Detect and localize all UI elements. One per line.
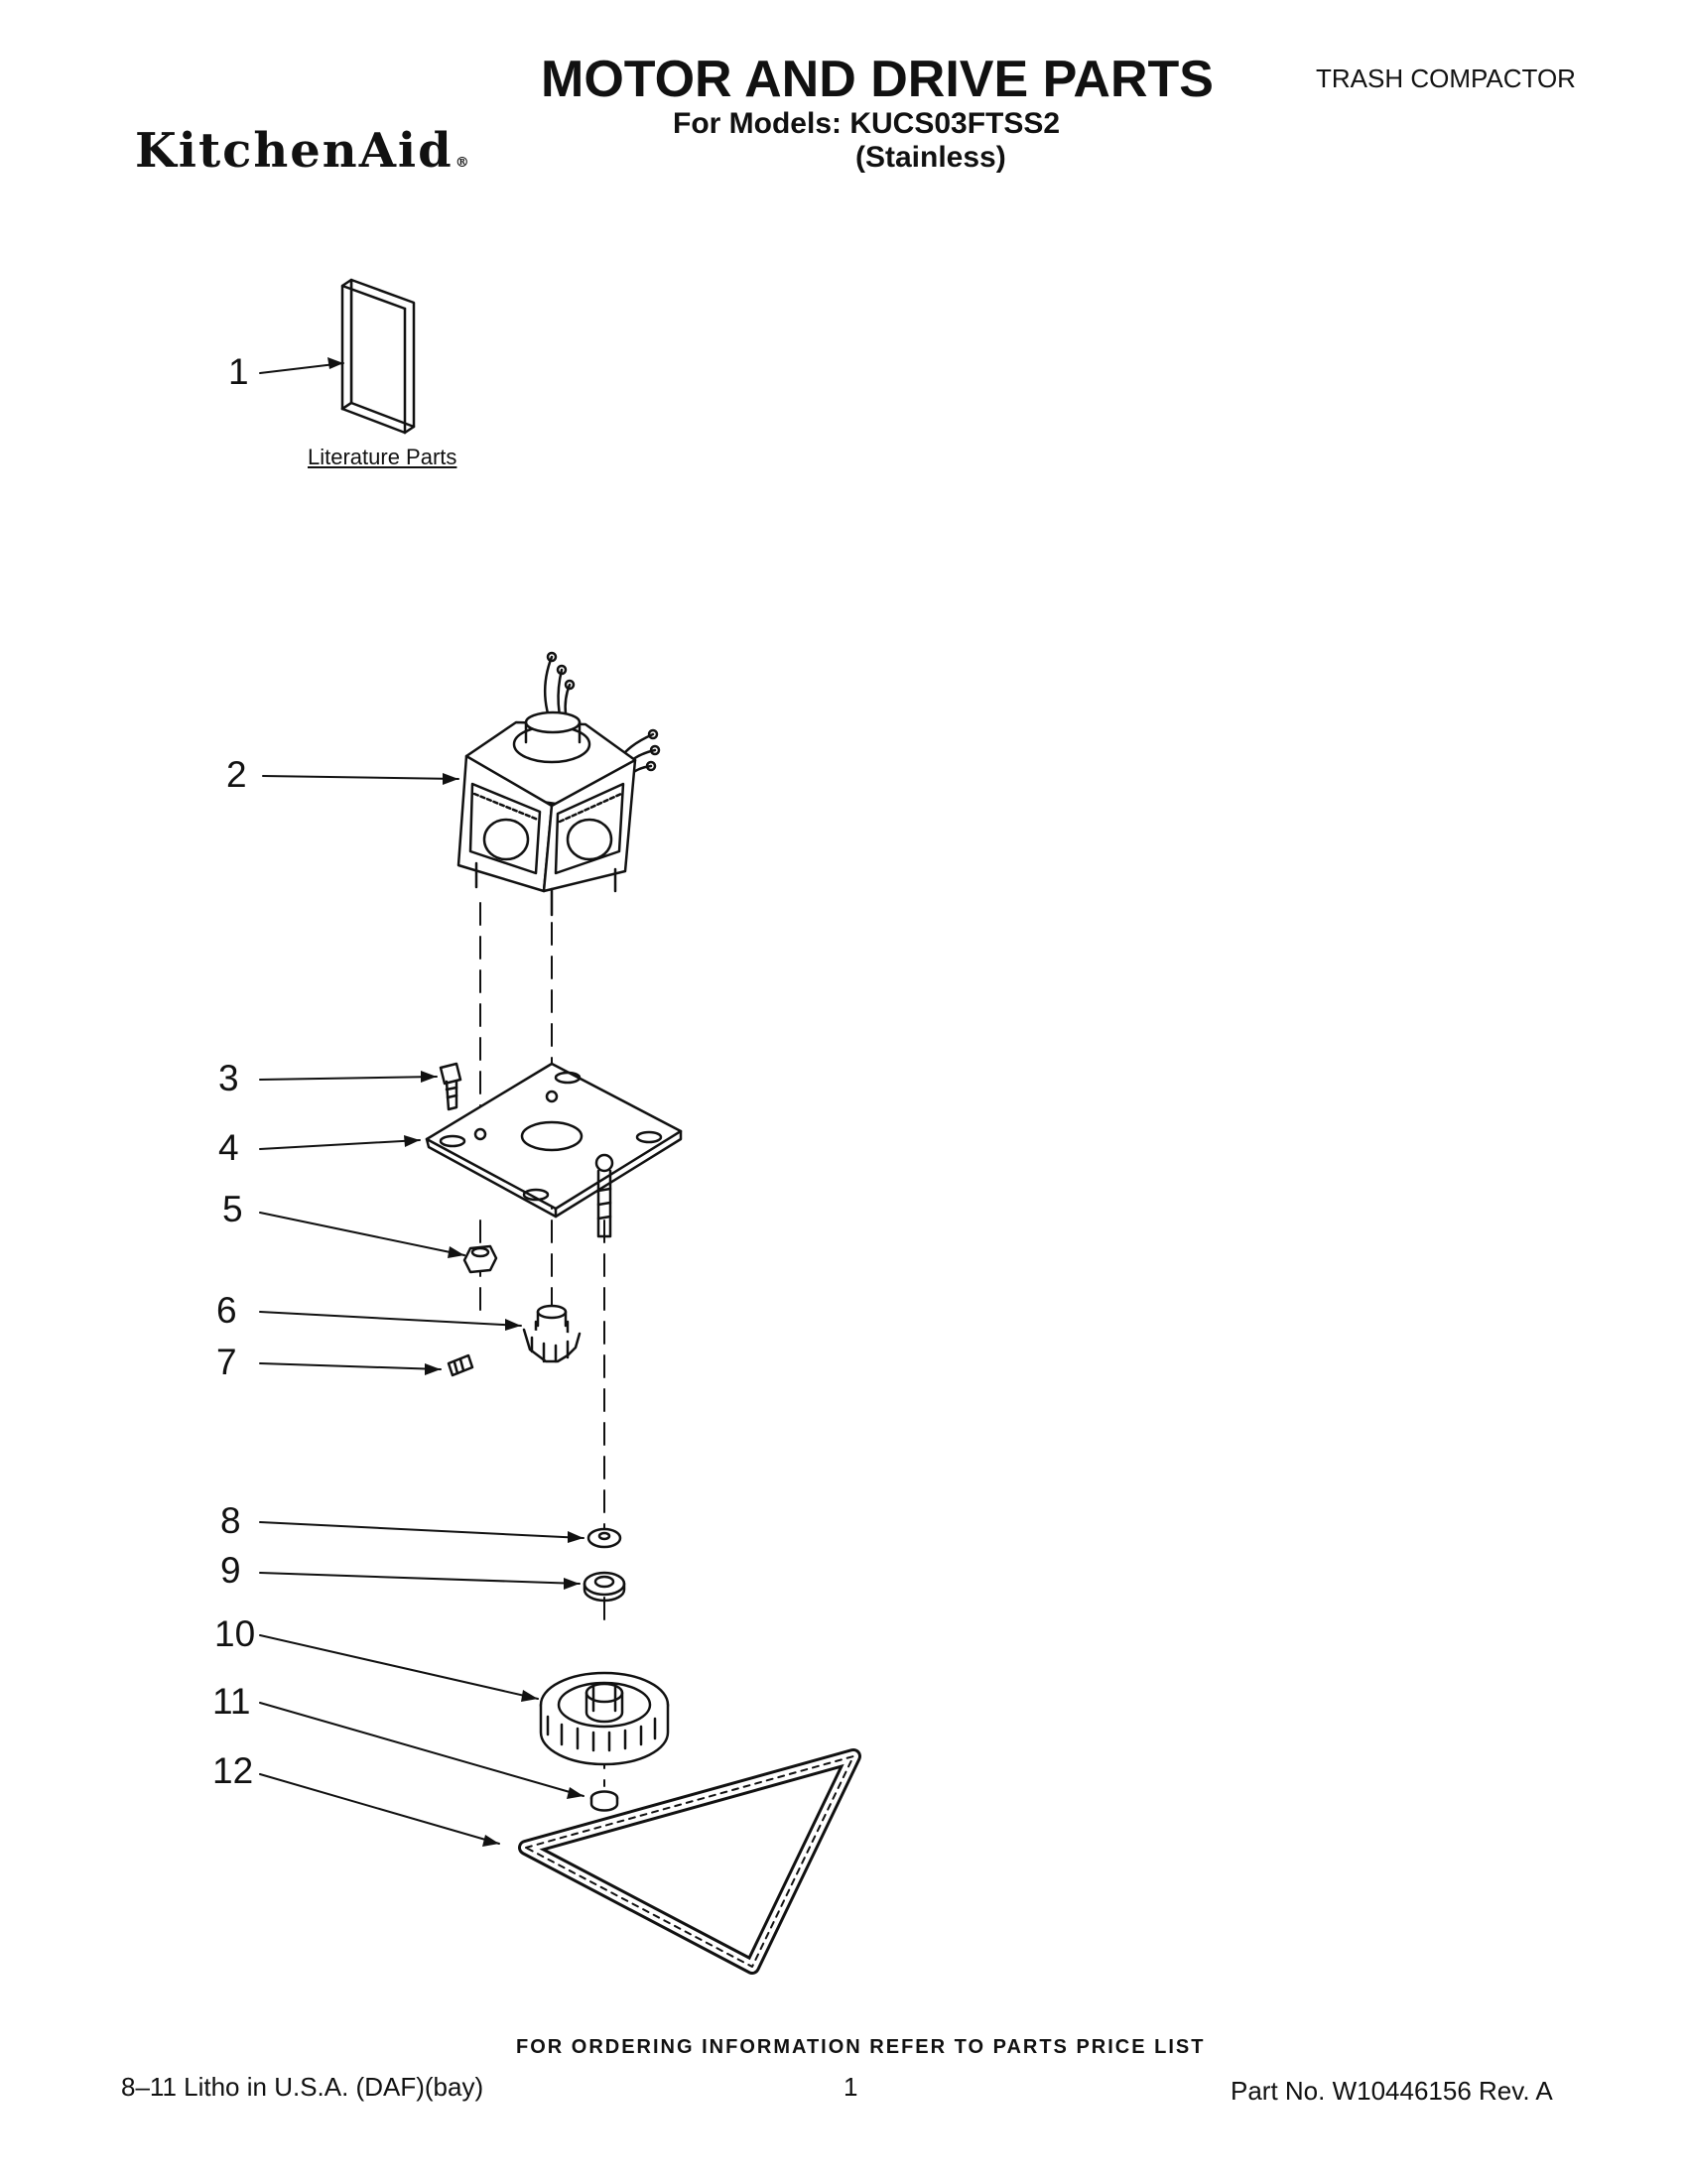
drive-motor: [456, 651, 661, 917]
callout-7: 7: [216, 1342, 237, 1382]
arrowhead-1: [327, 357, 343, 369]
callout-4: 4: [218, 1127, 239, 1168]
brand-logo: KitchenAid®: [135, 123, 471, 179]
callout-10: 10: [214, 1613, 256, 1654]
model-variant: (Stainless): [855, 141, 1006, 174]
model-number: For Models: KUCS03FTSS2: [673, 107, 1061, 140]
literature-booklet: [340, 278, 416, 435]
callout-9: 9: [220, 1550, 241, 1591]
leader-9: [259, 1572, 581, 1585]
leader-12: [259, 1773, 500, 1845]
drive-chain: [518, 1748, 861, 1975]
hex-nut: [462, 1244, 498, 1274]
part-number: Part No. W10446156 Rev. A: [1231, 2076, 1553, 2106]
registered-mark: ®: [454, 155, 471, 171]
leader-6: [259, 1311, 522, 1327]
page-title: MOTOR AND DRIVE PARTS: [541, 51, 1214, 108]
callout-5: 5: [222, 1189, 243, 1229]
litho-info: 8–11 Litho in U.S.A. (DAF)(bay): [121, 2072, 484, 2102]
set-screw: [447, 1353, 474, 1377]
bearing: [583, 1571, 626, 1603]
callout-leaders: [259, 357, 584, 1847]
pinion-gear: [522, 1304, 582, 1363]
retaining-clip: [589, 1790, 619, 1812]
callout-3: 3: [218, 1058, 239, 1098]
callout-12: 12: [212, 1750, 254, 1791]
leader-7: [259, 1362, 442, 1370]
product-category: TRASH COMPACTOR: [1316, 64, 1576, 93]
mounting-screw: [439, 1062, 462, 1111]
leader-11: [259, 1702, 584, 1797]
leader-3: [259, 1076, 438, 1081]
callout-1: 1: [228, 351, 249, 392]
leader-4: [259, 1139, 421, 1150]
callout-8: 8: [220, 1500, 241, 1541]
literature-parts-label: Literature Parts: [308, 445, 457, 469]
washer: [586, 1527, 622, 1549]
brand-name: KitchenAid: [135, 123, 454, 179]
callout-6: 6: [216, 1290, 237, 1331]
callout-11: 11: [212, 1681, 251, 1722]
motor-mounting-plate: [425, 1062, 683, 1238]
page-number: 1: [844, 2072, 858, 2102]
leader-8: [259, 1521, 584, 1539]
drive-sprocket: [539, 1671, 670, 1766]
leader-10: [259, 1634, 539, 1700]
ordering-note: FOR ORDERING INFORMATION REFER TO PARTS …: [516, 2036, 1206, 2058]
leader-5: [259, 1212, 465, 1256]
callout-2: 2: [226, 754, 247, 795]
leader-2: [262, 775, 459, 780]
